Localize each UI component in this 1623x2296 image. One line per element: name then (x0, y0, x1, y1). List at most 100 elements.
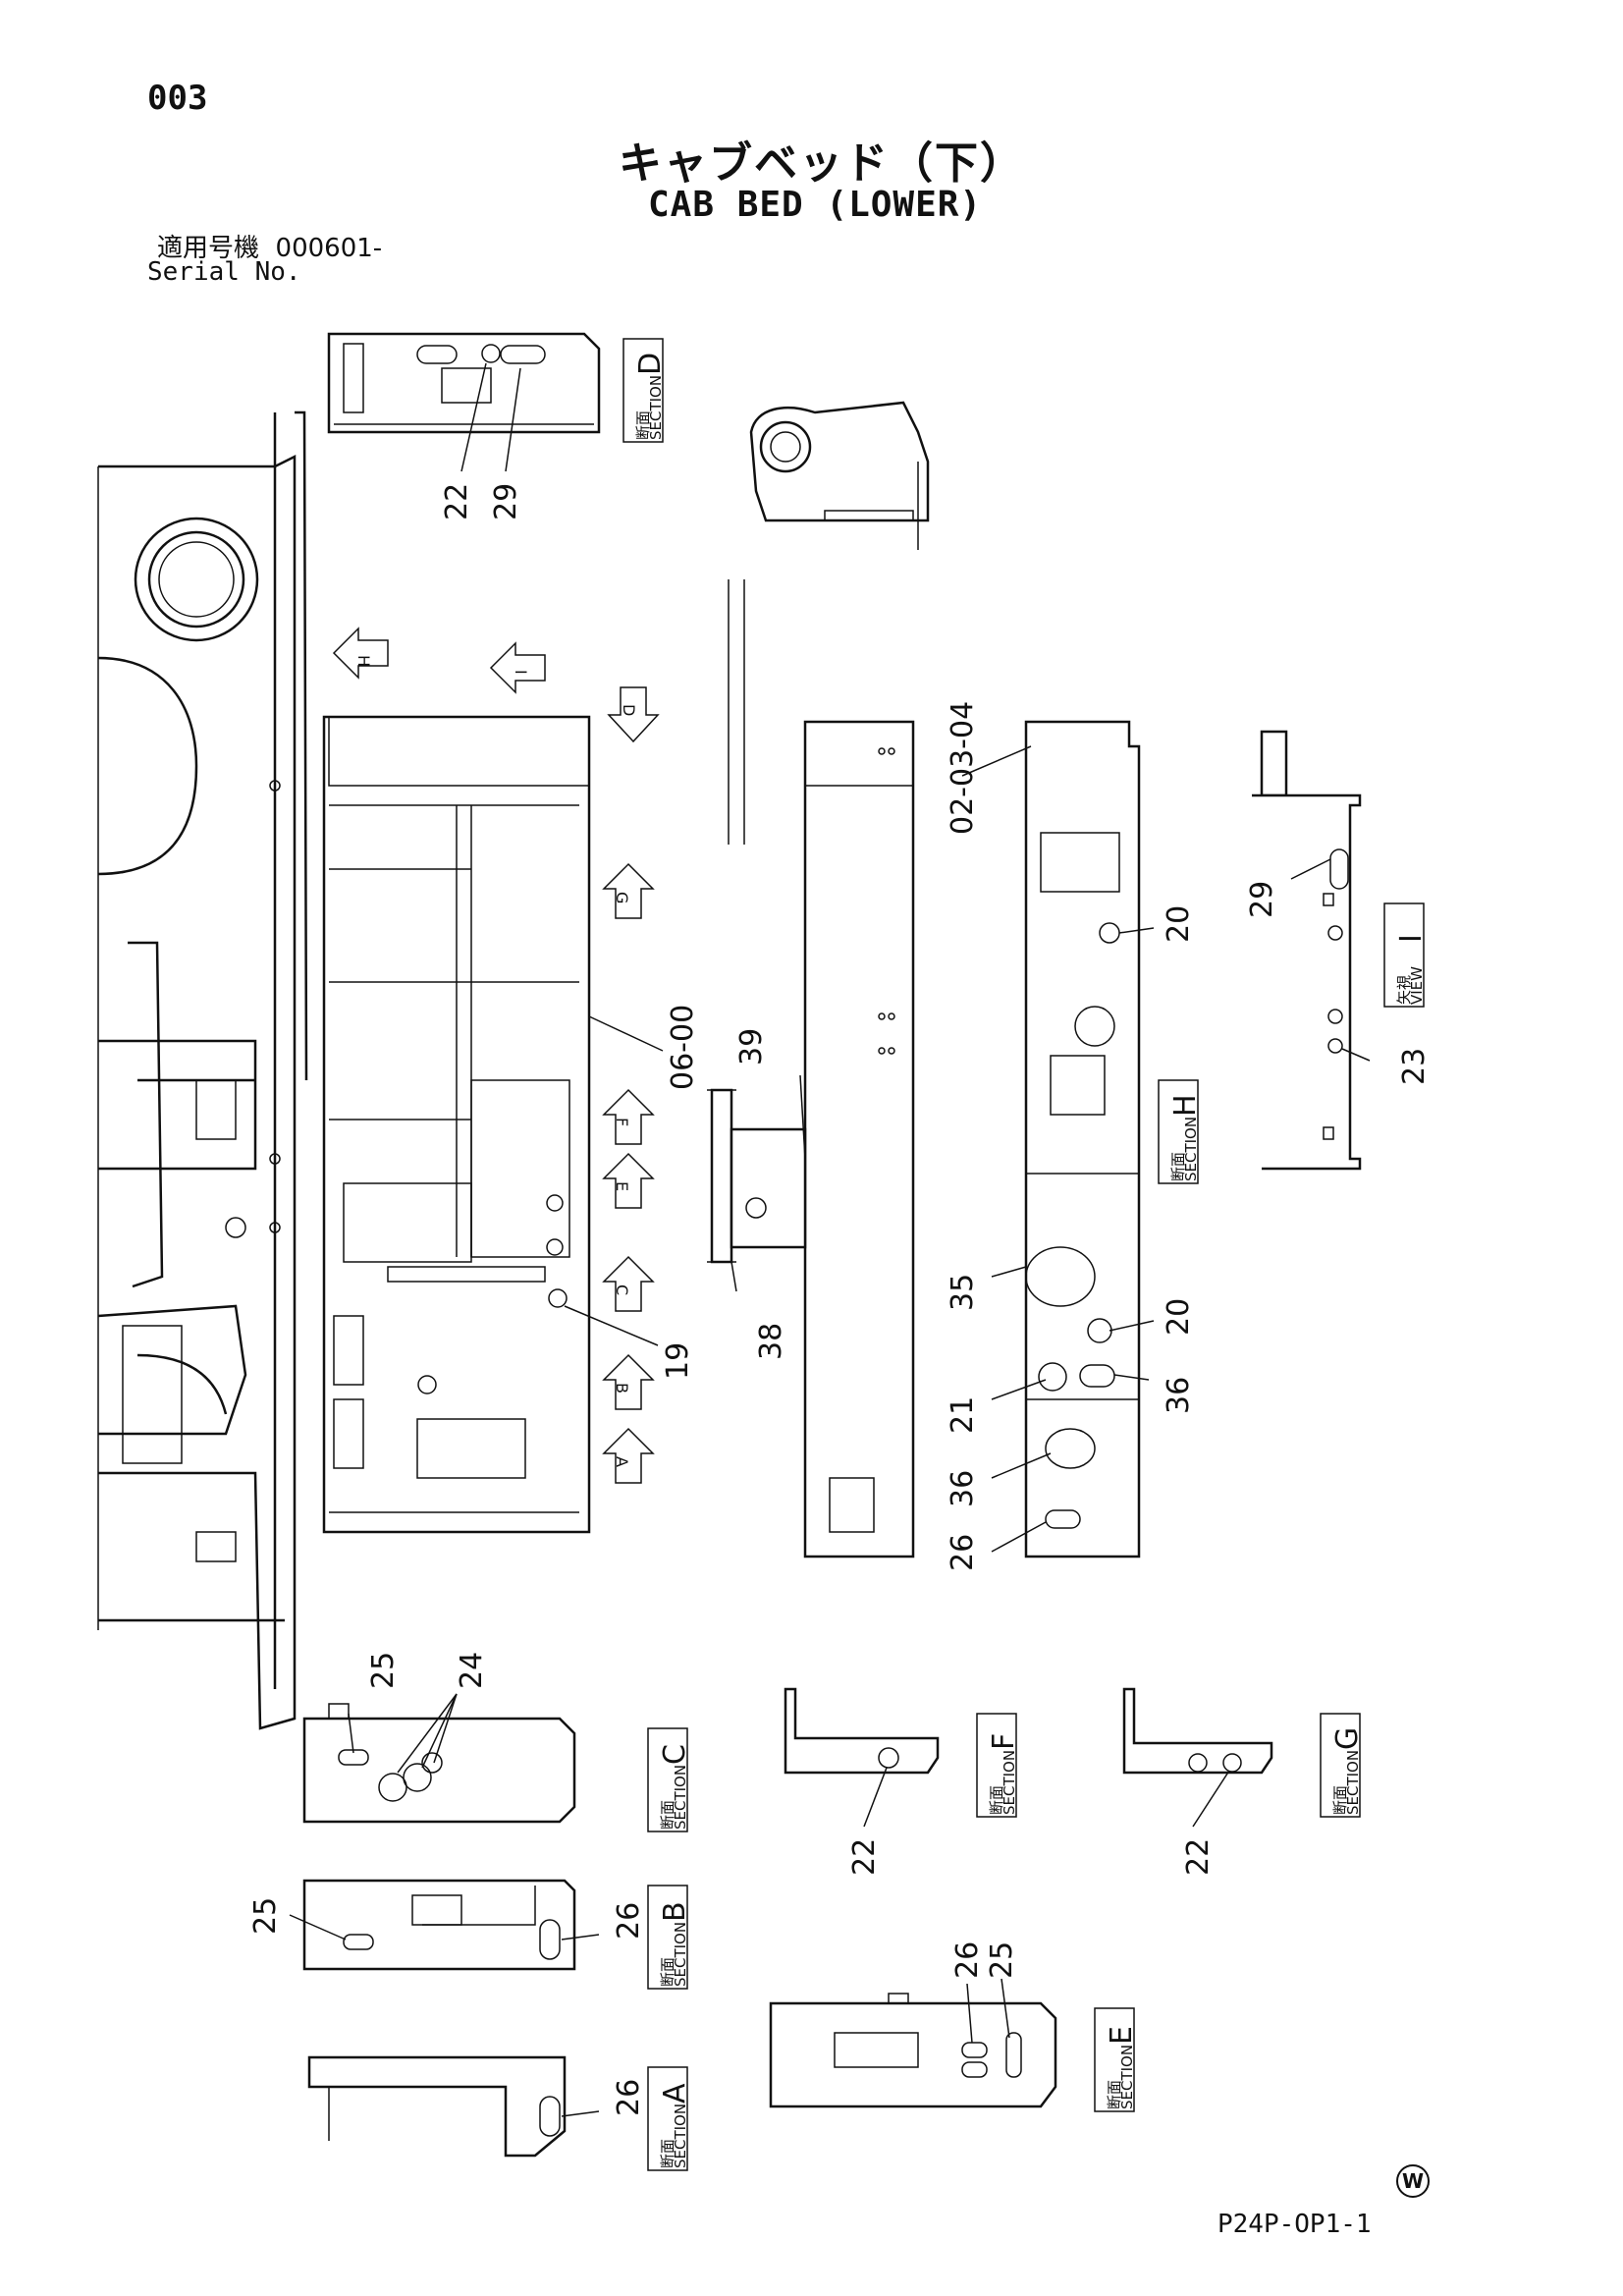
svg-text:断面: 断面 (1169, 1152, 1187, 1181)
section-arrow-b: B (602, 1353, 655, 1410)
svg-text:断面: 断面 (659, 1800, 676, 1830)
svg-text:SECTION: SECTION (672, 2104, 689, 2168)
title-english: CAB BED (LOWER) (648, 185, 983, 225)
svg-text:C: C (613, 1285, 631, 1295)
tag-section-c: 断面 SECTION C (647, 1727, 692, 1832)
callout-39: 39 (734, 1028, 769, 1066)
section-a-view (307, 2055, 567, 2158)
tag-section-e: 断面 SECTION E (1094, 2007, 1139, 2112)
section-d-view (327, 332, 601, 434)
callout-22-section-d: 22 (440, 483, 474, 520)
callout-25-section-c: 25 (366, 1652, 401, 1689)
svg-text:D: D (633, 353, 668, 375)
callout-02-03-04: 02-03-04 (946, 701, 980, 835)
callout-23: 23 (1397, 1048, 1432, 1085)
svg-text:断面: 断面 (634, 410, 652, 440)
section-g-view (1122, 1687, 1273, 1775)
drawing-code: P24P-OP1-1 (1217, 2210, 1372, 2239)
section-arrow-e: E (602, 1152, 655, 1209)
section-b-view (302, 1879, 576, 1971)
serial-label-japanese: 適用号機 000601- (157, 228, 382, 264)
section-f-view (784, 1687, 940, 1775)
title-japanese: キャブベッド（下） (619, 138, 1025, 189)
callout-26-panel: 26 (946, 1534, 980, 1571)
serial-label-jp-text: 適用号機 (157, 234, 260, 263)
upper-arm-bracket (728, 401, 930, 845)
side-panel-long (1024, 720, 1141, 1558)
cab-bed-main-frame (322, 715, 591, 1534)
svg-text:F: F (613, 1118, 631, 1126)
beam-bracket (707, 1088, 807, 1264)
svg-text:断面: 断面 (1106, 2080, 1123, 2109)
svg-text:E: E (1105, 2026, 1139, 2045)
svg-text:B: B (658, 1901, 692, 1922)
machine-frame-background (97, 410, 308, 1730)
svg-text:F: F (987, 1733, 1021, 1750)
section-tags: 断面 SECTION D 断面 SECTION H 矢視 VIEW I 断面 S… (622, 338, 1429, 2171)
tag-section-g: 断面 SECTION G (1320, 1713, 1365, 1818)
callout-19: 19 (661, 1342, 695, 1380)
serial-value: 000601- (275, 234, 383, 263)
svg-text:G: G (613, 892, 631, 903)
svg-text:I: I (1394, 934, 1429, 943)
callout-36-left: 36 (946, 1470, 980, 1507)
svg-text:E: E (613, 1181, 631, 1191)
callout-36-right: 36 (1162, 1377, 1196, 1414)
svg-text:D: D (620, 704, 638, 716)
callout-24: 24 (455, 1652, 489, 1689)
svg-text:I: I (512, 670, 530, 675)
tag-view-i: 矢視 VIEW I (1383, 902, 1429, 1008)
section-arrow-c: C (602, 1255, 655, 1312)
svg-text:G: G (1330, 1727, 1365, 1750)
section-e-view (769, 1993, 1057, 2108)
svg-text:SECTION: SECTION (1001, 1750, 1018, 1815)
part-callouts: 22 29 06-00 19 39 38 02-03-04 20 20 35 2… (248, 483, 1432, 2116)
callout-22-section-f: 22 (847, 1838, 882, 1876)
callout-21: 21 (946, 1396, 980, 1434)
section-arrow-a: A (602, 1427, 655, 1484)
callout-29-section-d: 29 (489, 483, 523, 520)
callout-25-section-b: 25 (248, 1897, 283, 1935)
serial-label-english: Serial No. (147, 257, 301, 287)
svg-text:SECTION: SECTION (1118, 2045, 1136, 2109)
svg-text:断面: 断面 (659, 2139, 676, 2168)
callout-25-section-e: 25 (985, 1941, 1019, 1979)
section-arrows: H I D G F E C B (332, 627, 660, 1484)
tag-section-d: 断面 SECTION D (622, 338, 668, 443)
svg-text:C: C (658, 1744, 692, 1765)
callout-20-upper: 20 (1162, 905, 1196, 943)
svg-text:A: A (658, 2083, 692, 2104)
long-beam (803, 720, 915, 1558)
leader-lines (289, 362, 1371, 2117)
page-number: 003 (147, 79, 208, 118)
svg-text:H: H (1168, 1094, 1203, 1117)
tag-section-f: 断面 SECTION F (976, 1713, 1021, 1818)
callout-29-view-i: 29 (1245, 881, 1279, 918)
callout-20-lower: 20 (1162, 1298, 1196, 1336)
callout-26-section-a: 26 (612, 2079, 646, 2116)
section-arrow-i: I (489, 641, 546, 694)
svg-text:B: B (613, 1383, 631, 1394)
svg-text:SECTION: SECTION (1182, 1117, 1200, 1181)
section-arrow-f: F (602, 1088, 655, 1145)
section-arrow-g: G (602, 862, 655, 919)
callout-26-section-b: 26 (612, 1902, 646, 1940)
watermark-circle-w: W (1396, 2164, 1430, 2198)
section-arrow-d: D (607, 686, 660, 743)
svg-text:断面: 断面 (988, 1785, 1005, 1815)
section-arrow-h: H (332, 627, 389, 680)
view-i-profile (1252, 730, 1362, 1171)
svg-text:VIEW: VIEW (1408, 966, 1426, 1005)
callout-26-section-e: 26 (950, 1941, 985, 1979)
svg-text:断面: 断面 (659, 1957, 676, 1987)
svg-text:矢視: 矢視 (1395, 975, 1413, 1005)
svg-text:SECTION: SECTION (1344, 1750, 1362, 1815)
tag-section-b: 断面 SECTION B (647, 1885, 692, 1990)
tag-section-a: 断面 SECTION A (647, 2066, 692, 2171)
svg-text:SECTION: SECTION (672, 1922, 689, 1987)
svg-text:SECTION: SECTION (672, 1765, 689, 1830)
callout-35: 35 (946, 1274, 980, 1311)
svg-text:SECTION: SECTION (647, 375, 665, 440)
tag-section-h: 断面 SECTION H (1158, 1079, 1203, 1184)
